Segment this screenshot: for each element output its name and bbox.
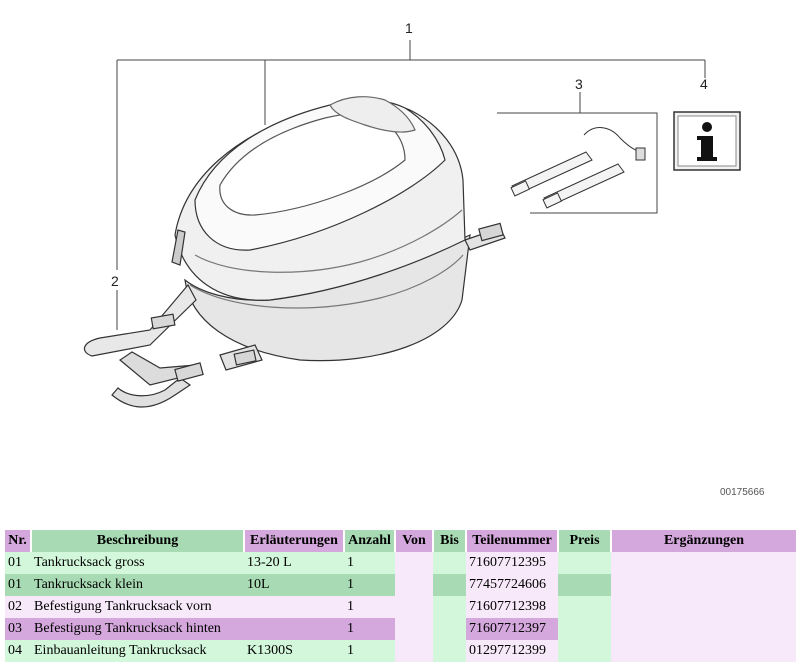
table-row: 01 Tankrucksack gross 13-20 L 1 71607712… <box>5 552 796 574</box>
cell-nr: 02 <box>5 596 31 618</box>
header-preis: Preis <box>558 530 612 552</box>
header-von: Von <box>395 530 434 552</box>
cell-ergaenzungen <box>611 640 796 662</box>
cell-bis <box>433 596 466 618</box>
callout-4: 4 <box>700 76 708 92</box>
figure-id: 00175666 <box>720 487 765 498</box>
cell-bis <box>433 640 466 662</box>
callout-2: 2 <box>111 273 119 289</box>
tank-bag-illustration <box>83 96 506 408</box>
cell-ergaenzungen <box>611 618 796 640</box>
callout-1: 1 <box>405 20 413 36</box>
cell-erlaeuterungen: 13-20 L <box>244 552 344 574</box>
cell-teilenummer: 01297712399 <box>466 640 558 662</box>
header-beschreibung: Beschreibung <box>31 530 245 552</box>
header-ergaenzungen: Ergänzungen <box>611 530 796 552</box>
cell-erlaeuterungen: K1300S <box>244 640 344 662</box>
table-row: 04 Einbauanleitung Tankrucksack K1300S 1… <box>5 640 796 662</box>
cell-ergaenzungen <box>611 596 796 618</box>
parts-table: Nr. Beschreibung Erläuterungen Anzahl Vo… <box>5 530 796 662</box>
cell-nr: 01 <box>5 552 31 574</box>
cell-teilenummer: 71607712397 <box>466 618 558 640</box>
cell-von <box>395 618 433 640</box>
cell-teilenummer: 71607712398 <box>466 596 558 618</box>
cell-ergaenzungen <box>611 574 796 596</box>
cell-preis <box>558 552 611 574</box>
header-anzahl: Anzahl <box>344 530 396 552</box>
header-erlaeuterungen: Erläuterungen <box>244 530 345 552</box>
header-bis: Bis <box>433 530 467 552</box>
cell-anzahl: 1 <box>344 618 395 640</box>
cell-nr: 03 <box>5 618 31 640</box>
table-row: 01 Tankrucksack klein 10L 1 77457724606 <box>5 574 796 596</box>
cell-beschreibung: Einbauanleitung Tankrucksack <box>31 640 244 662</box>
cell-beschreibung: Befestigung Tankrucksack hinten <box>31 618 244 640</box>
cell-von <box>395 574 433 596</box>
cell-nr: 04 <box>5 640 31 662</box>
cell-teilenummer: 71607712395 <box>466 552 558 574</box>
info-icon <box>673 111 741 171</box>
cell-beschreibung: Tankrucksack gross <box>31 552 244 574</box>
cell-bis <box>433 574 466 596</box>
cell-nr: 01 <box>5 574 31 596</box>
cell-ergaenzungen <box>611 552 796 574</box>
cell-anzahl: 1 <box>344 552 395 574</box>
cell-preis <box>558 640 611 662</box>
parts-diagram: 1 2 3 4 <box>83 20 765 498</box>
table-header-row: Nr. Beschreibung Erläuterungen Anzahl Vo… <box>5 530 796 552</box>
cell-preis <box>558 596 611 618</box>
strap-set-illustration <box>510 127 646 209</box>
cell-erlaeuterungen <box>244 596 344 618</box>
cell-erlaeuterungen <box>244 618 344 640</box>
cell-teilenummer: 77457724606 <box>466 574 558 596</box>
cell-beschreibung: Tankrucksack klein <box>31 574 244 596</box>
cell-bis <box>433 618 466 640</box>
cell-von <box>395 640 433 662</box>
cell-preis <box>558 574 611 596</box>
table-row: 02 Befestigung Tankrucksack vorn 1 71607… <box>5 596 796 618</box>
cell-preis <box>558 618 611 640</box>
table-row: 03 Befestigung Tankrucksack hinten 1 716… <box>5 618 796 640</box>
cell-erlaeuterungen: 10L <box>244 574 344 596</box>
cell-anzahl: 1 <box>344 596 395 618</box>
cell-anzahl: 1 <box>344 640 395 662</box>
header-teilenummer: Teilenummer <box>466 530 559 552</box>
header-nr: Nr. <box>5 530 32 552</box>
cell-anzahl: 1 <box>344 574 395 596</box>
cell-bis <box>433 552 466 574</box>
cell-beschreibung: Befestigung Tankrucksack vorn <box>31 596 244 618</box>
cell-von <box>395 596 433 618</box>
cell-von <box>395 552 433 574</box>
callout-3: 3 <box>575 76 583 92</box>
